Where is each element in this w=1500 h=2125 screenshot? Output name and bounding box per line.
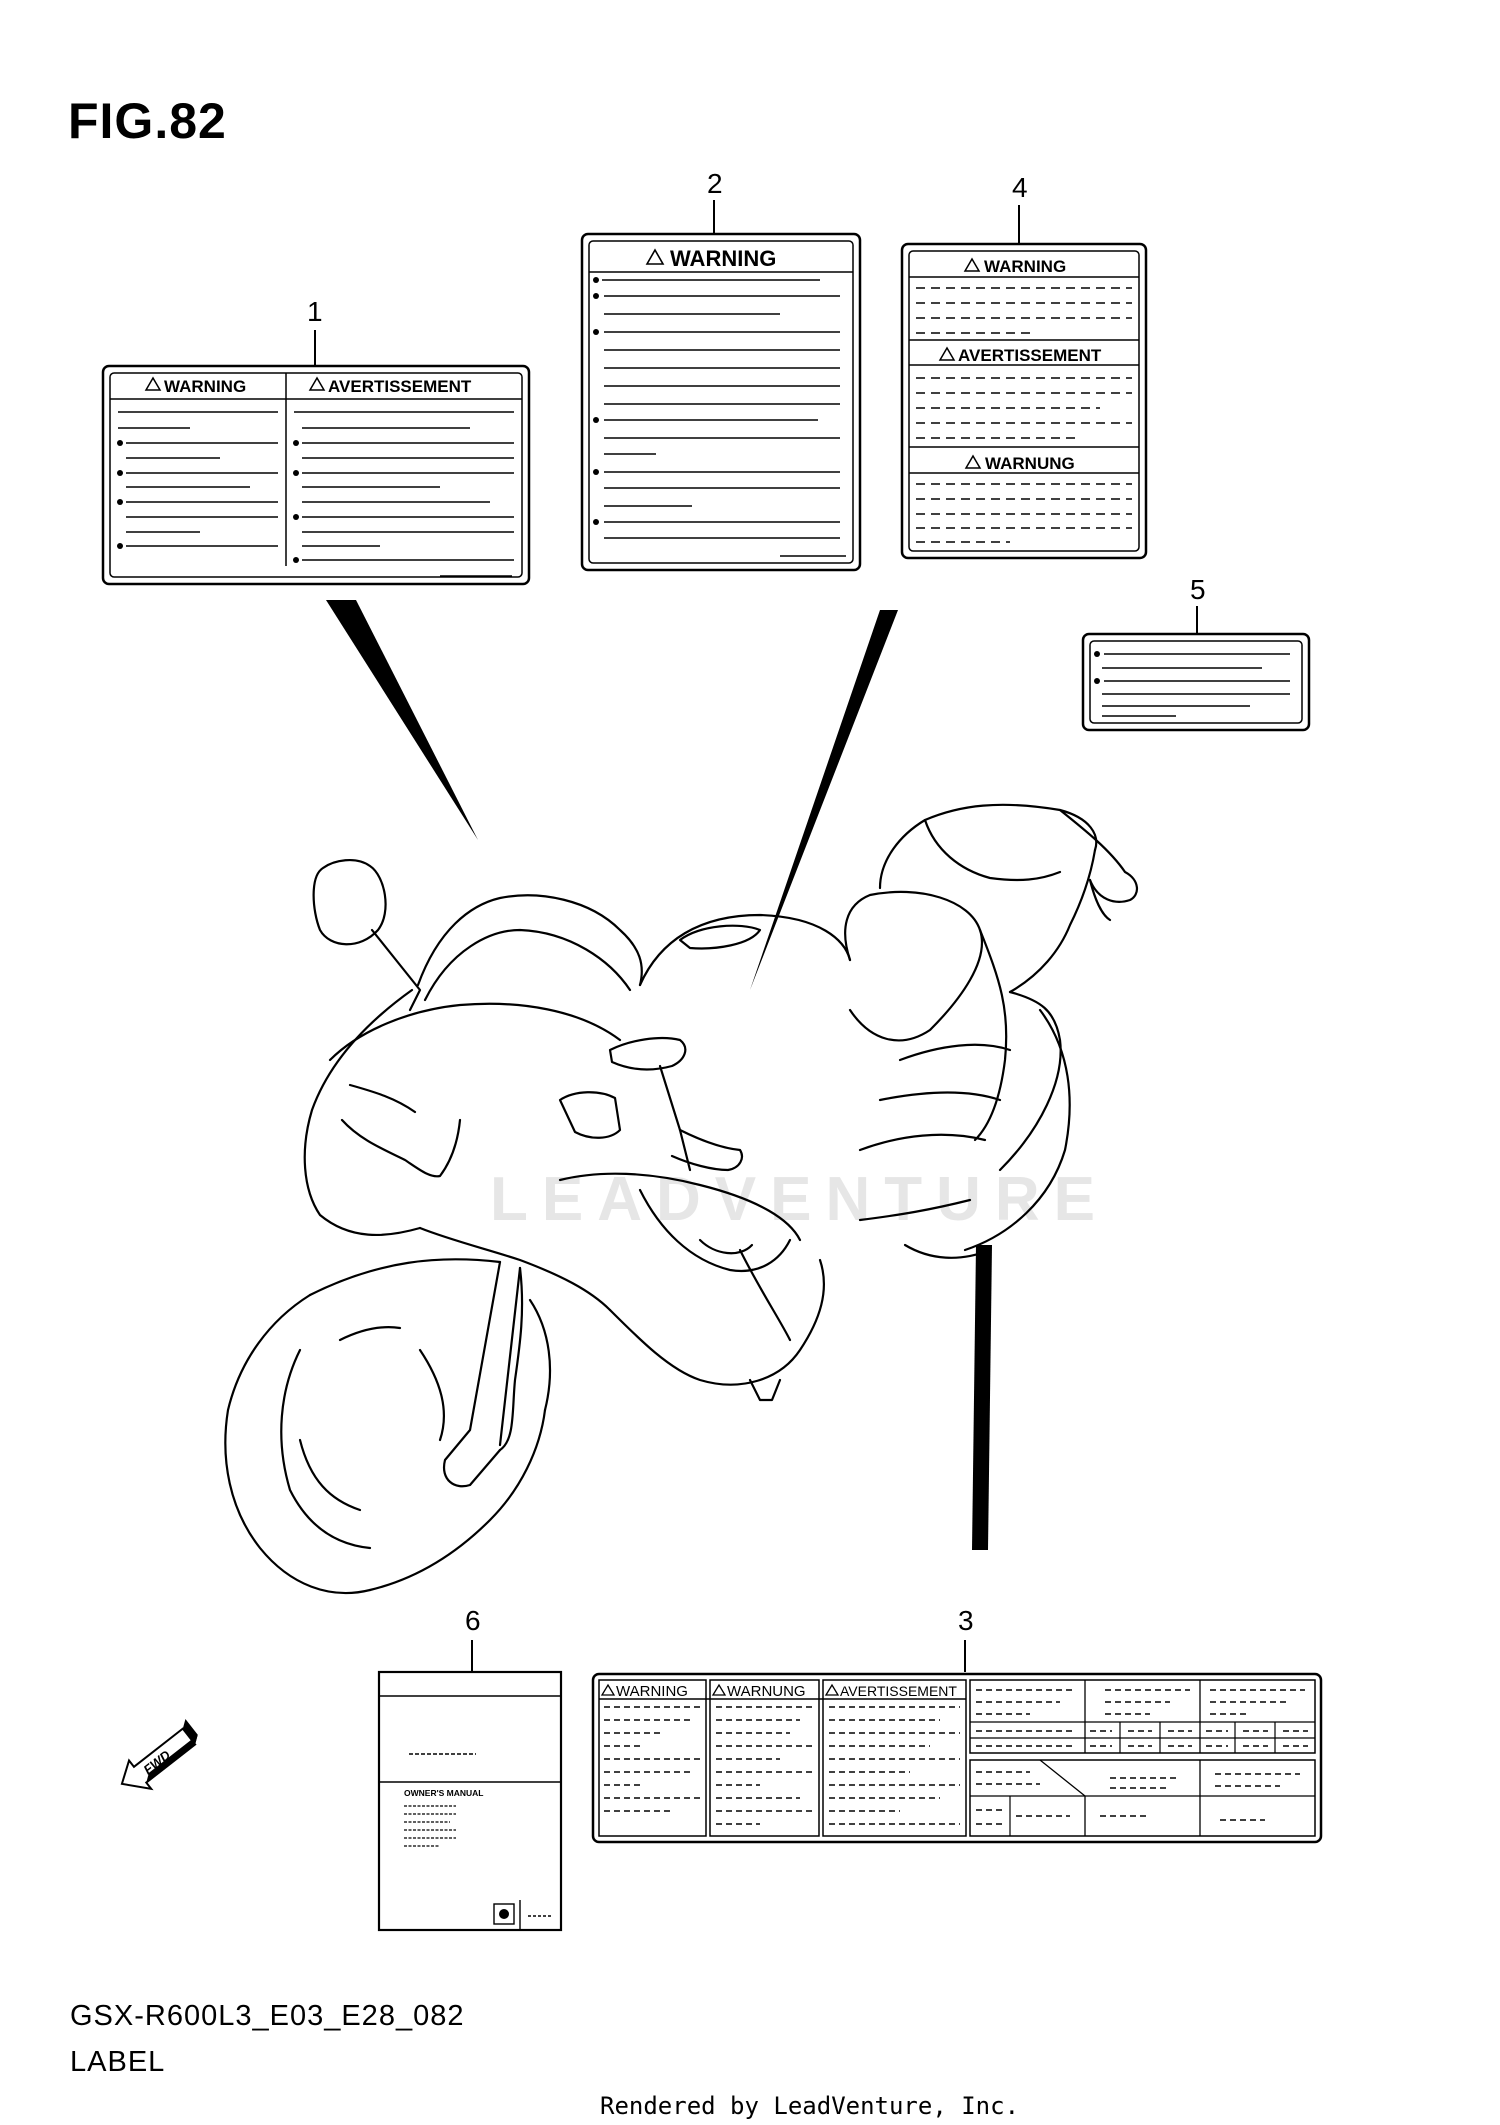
warning-triangle-icon	[645, 248, 665, 265]
leader-lines	[314, 200, 1198, 1672]
figure-title: FIG.82	[68, 93, 227, 149]
pointer-label-2	[750, 610, 898, 990]
callout-5: 5	[1190, 574, 1206, 605]
label-2: WARNING	[580, 232, 862, 572]
brand-emblem-icon	[499, 1909, 509, 1919]
warning-triangle-icon	[963, 257, 981, 272]
footer-credit: Rendered by LeadVenture, Inc.	[600, 2092, 1020, 2120]
warning-triangle-icon	[938, 346, 956, 361]
label-3-header-avertissement: AVERTISSEMENT	[840, 1683, 957, 1699]
watermark-text: LEADVENTURE	[490, 1165, 1109, 1234]
warning-triangle-icon	[824, 1683, 840, 1696]
label-3-header-warnung: WARNUNG	[727, 1683, 806, 1700]
warning-triangle-icon	[711, 1683, 727, 1696]
fwd-arrow: FWD	[120, 1718, 198, 1791]
model-code: GSX-R600L3_E03_E28_082	[70, 2000, 465, 2032]
label-4-header-avertissement: AVERTISSEMENT	[958, 346, 1102, 365]
callout-1: 1	[307, 296, 323, 327]
label-4-header-warning: WARNING	[984, 257, 1066, 276]
label-1-header-avertissement: AVERTISSEMENT	[328, 377, 472, 396]
label-4: WARNING AVERTISSEMENT WARNUNG	[900, 242, 1148, 560]
label-6-owners-manual: OWNER'S MANUAL	[404, 1788, 483, 1798]
callout-3: 3	[958, 1605, 974, 1636]
label-5	[1081, 632, 1311, 732]
warning-triangle-icon	[600, 1683, 616, 1696]
pointer-label-3	[972, 1245, 992, 1550]
callout-4: 4	[1012, 172, 1028, 203]
label-2-header-warning: WARNING	[670, 246, 776, 271]
page-caption: LABEL	[70, 2046, 166, 2078]
label-6: OWNER'S MANUAL	[377, 1670, 563, 1932]
label-1-header-warning: WARNING	[164, 377, 246, 396]
label-3: WARNING WARNUNG AVERTISSEMENT	[591, 1672, 1323, 1844]
warning-triangle-icon	[144, 376, 162, 391]
motorcycle-outline	[224, 803, 1138, 1595]
label-1: WARNING AVERTISSEMENT	[101, 364, 531, 586]
callout-2: 2	[707, 168, 723, 199]
warning-triangle-icon	[964, 454, 982, 469]
pointer-label-1	[326, 600, 478, 840]
label-4-header-warnung: WARNUNG	[985, 454, 1075, 473]
callout-6: 6	[465, 1605, 481, 1636]
label-3-header-warning: WARNING	[616, 1683, 688, 1700]
warning-triangle-icon	[308, 376, 326, 391]
